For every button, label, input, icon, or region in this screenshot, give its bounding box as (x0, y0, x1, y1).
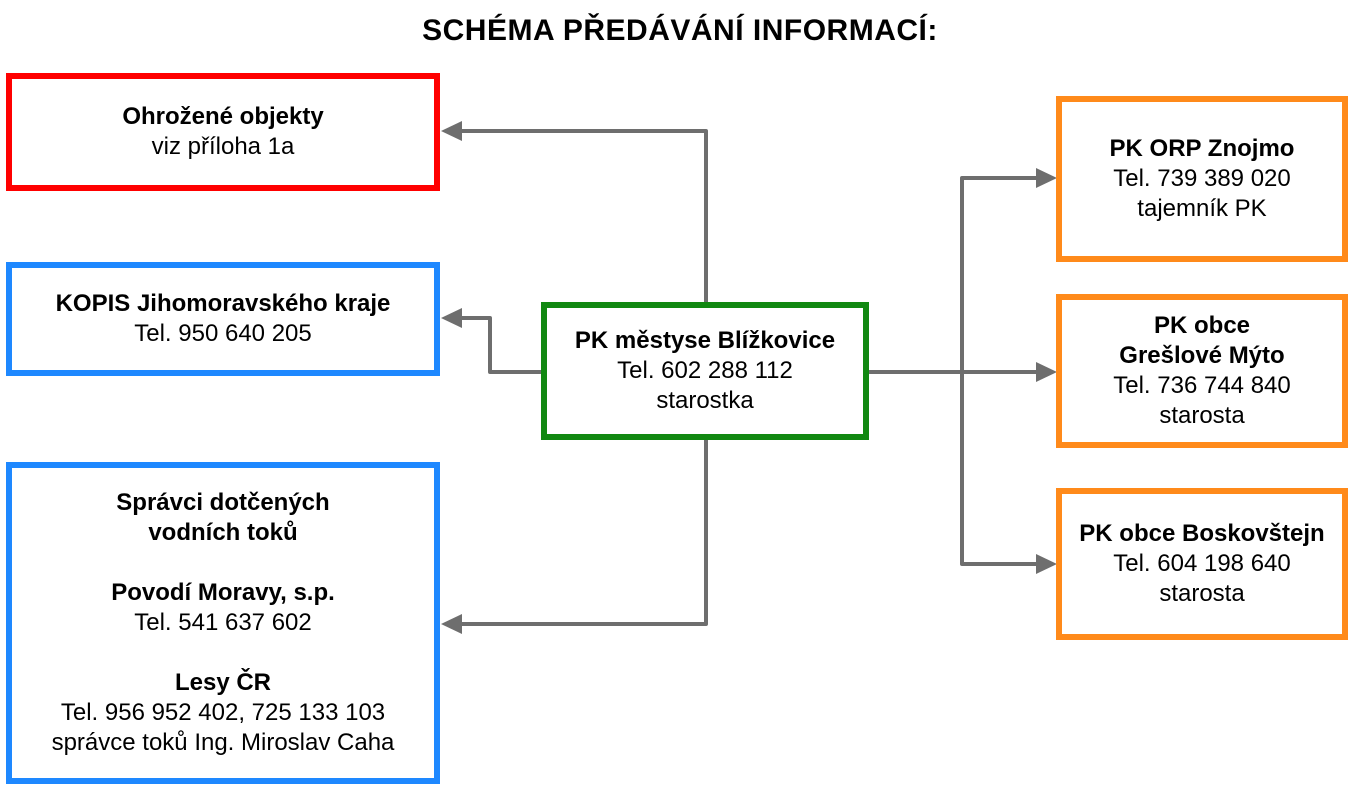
orp-title: PK ORP Znojmo (1109, 135, 1295, 162)
arrow-to-boskovstejn (960, 372, 1046, 566)
center-title: PK městyse Blížkovice (574, 327, 836, 354)
orp-box: PK ORP Znojmo Tel. 739 389 020 tajemník … (1056, 96, 1348, 262)
kopis-box: KOPIS Jihomoravského kraje Tel. 950 640 … (6, 262, 440, 376)
arrow-to-kopis (452, 316, 543, 374)
river-managers-box: Správci dotčených vodních toků Povodí Mo… (6, 462, 440, 784)
diagram-title: SCHÉMA PŘEDÁVÁNÍ INFORMACÍ: (422, 14, 938, 47)
kopis-title: KOPIS Jihomoravského kraje (55, 290, 391, 317)
greslove-box: PK obce Grešlové Mýto Tel. 736 744 840 s… (1056, 294, 1348, 448)
threatened-objects-note: viz příloha 1a (151, 133, 295, 160)
boskovstejn-role: starosta (1159, 580, 1245, 607)
arrow-to-threatened (452, 129, 708, 303)
greslove-role: starosta (1159, 402, 1245, 429)
threatened-objects-box: Ohrožené objekty viz příloha 1a (6, 73, 440, 191)
center-box: PK městyse Blížkovice Tel. 602 288 112 s… (541, 302, 869, 440)
boskovstejn-title: PK obce Boskovštejn (1079, 520, 1325, 547)
river-managers-heading-1: Správci dotčených (116, 489, 330, 516)
orp-phone: Tel. 739 389 020 (1113, 165, 1291, 192)
boskovstejn-phone: Tel. 604 198 640 (1113, 550, 1291, 577)
orp-role: tajemník PK (1137, 195, 1267, 222)
arrow-to-orp (960, 176, 1046, 372)
threatened-objects-title: Ohrožené objekty (122, 103, 324, 130)
povodi-name: Povodí Moravy, s.p. (111, 579, 335, 606)
lesy-name: Lesy ČR (174, 669, 272, 696)
lesy-contact: správce toků Ing. Miroslav Caha (51, 729, 395, 756)
lesy-phone: Tel. 956 952 402, 725 133 103 (60, 699, 386, 726)
center-role: starostka (656, 387, 754, 414)
arrow-to-rivers (452, 438, 708, 626)
center-phone: Tel. 602 288 112 (617, 357, 793, 384)
greslove-phone: Tel. 736 744 840 (1113, 372, 1291, 399)
kopis-phone: Tel. 950 640 205 (134, 320, 312, 347)
boskovstejn-box: PK obce Boskovštejn Tel. 604 198 640 sta… (1056, 488, 1348, 640)
greslove-title-1: PK obce (1153, 312, 1251, 339)
povodi-phone: Tel. 541 637 602 (134, 609, 312, 636)
greslove-title-2: Grešlové Mýto (1119, 342, 1285, 369)
river-managers-heading-2: vodních toků (148, 519, 298, 546)
